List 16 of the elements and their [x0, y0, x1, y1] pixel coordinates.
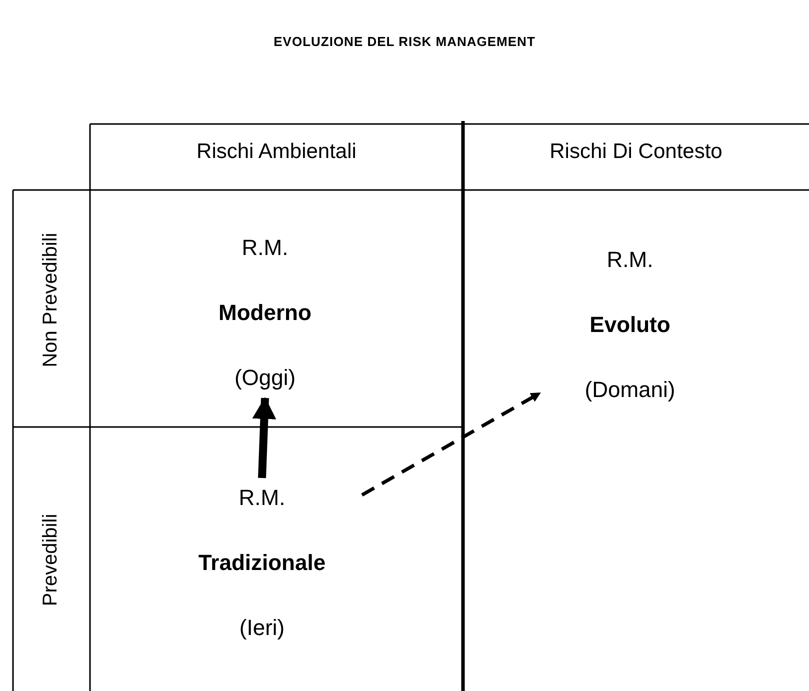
stage-period: (Ieri) [239, 614, 285, 642]
stage-period: (Domani) [584, 376, 676, 404]
stage-name: Evoluto [590, 311, 670, 339]
row-header: Prevedibili [40, 514, 62, 606]
row-header: Non Prevedibili [40, 232, 62, 368]
stage-abbreviation: R.M. [606, 246, 654, 274]
stage-name: Tradizionale [198, 549, 326, 577]
dashed-arrow [361, 391, 541, 497]
stage-period: (Oggi) [234, 364, 296, 392]
title: EVOLUZIONE DEL RISK MANAGEMENT [272, 34, 536, 49]
column-header: Rischi Ambientali [196, 139, 358, 165]
column-header: Rischi Di Contesto [548, 139, 724, 165]
stage-abbreviation: R.M. [238, 484, 286, 512]
stage-abbreviation: R.M. [242, 234, 288, 262]
stage-name: Moderno [218, 299, 312, 327]
arrow [252, 397, 276, 478]
